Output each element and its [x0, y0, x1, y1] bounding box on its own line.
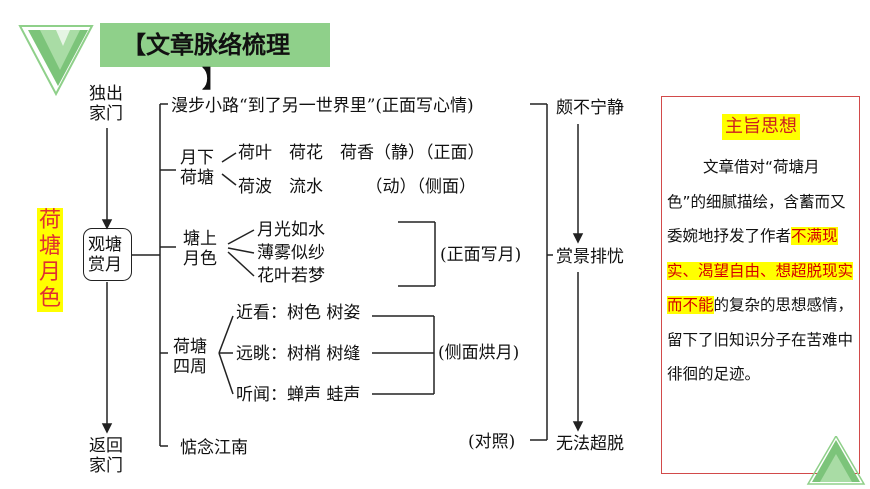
flow-center-line-2: 赏月: [88, 255, 122, 275]
group2-note: (正面写月): [440, 245, 522, 265]
side-title-char-4: 色: [38, 286, 61, 311]
group2-label-line-1: 塘上: [183, 229, 217, 249]
group2-label-line-2: 月色: [183, 249, 217, 269]
group3-label: 荷塘 四周: [173, 337, 207, 377]
theme-text-after: 的复杂的思想感情，留下了旧知识分子在苦难中徘徊的足迹。: [667, 296, 854, 383]
contrast-note: (对照): [468, 432, 516, 452]
group2-item-3: 花叶若梦: [257, 266, 325, 286]
mood-2: 赏景排忧: [556, 247, 624, 267]
group2-item-1: 月光如水: [257, 220, 325, 240]
side-title-char-2: 塘: [38, 234, 61, 259]
group3-label-line-2: 四周: [173, 357, 207, 377]
group3-item-1: 近看：树色 树姿: [236, 303, 361, 323]
group2-label: 塘上 月色: [183, 229, 217, 269]
theme-text-before: 文章借对“荷塘月色”的细腻描绘，含蓄而又委婉地抒发了作者: [667, 158, 846, 245]
row-top: 漫步小路“到了另一世界里”(正面写心情): [171, 96, 474, 116]
side-title: 荷 塘 月 色: [37, 208, 63, 312]
flow-start-line-2: 家门: [89, 104, 123, 124]
flow-end: 返回 家门: [89, 436, 123, 476]
row-bottom: 惦念江南: [180, 438, 248, 458]
flow-center: 观塘 赏月: [88, 235, 122, 275]
page-title: 【文章脉络梳理: [122, 31, 290, 59]
group1-label: 月下 荷塘: [180, 148, 214, 188]
group1-line-2: 荷波 流水 （动）（侧面）: [238, 177, 476, 197]
group3-item-2: 远眺：树梢 树缝: [236, 344, 361, 364]
title-banner: [100, 23, 330, 67]
group1-label-line-1: 月下: [180, 148, 214, 168]
group3-note: (侧面烘月): [438, 343, 520, 363]
mood-3: 无法超脱: [556, 434, 624, 454]
flow-end-line-1: 返回: [89, 436, 123, 456]
group1-label-line-2: 荷塘: [180, 168, 214, 188]
triangle-logo-icon: [18, 25, 94, 97]
side-title-char-3: 月: [38, 260, 61, 285]
mood-1: 颇不宁静: [556, 98, 624, 118]
page-title-bracket: 】: [202, 65, 226, 93]
center-node-box: [83, 228, 132, 281]
flow-start: 独出 家门: [89, 84, 123, 124]
group3-item-3: 听闻：蝉声 蛙声: [236, 385, 361, 405]
group2-item-2: 薄雾似纱: [257, 243, 325, 263]
theme-heading: 主旨思想: [722, 114, 800, 140]
flow-end-line-2: 家门: [89, 456, 123, 476]
corner-triangle-icon: [806, 436, 866, 485]
group3-label-line-1: 荷塘: [173, 337, 207, 357]
group1-line-1: 荷叶 荷花 荷香（静）（正面）: [238, 143, 485, 163]
flow-start-line-1: 独出: [89, 84, 123, 104]
theme-panel: [661, 96, 860, 474]
theme-text: 文章借对“荷塘月色”的细腻描绘，含蓄而又委婉地抒发了作者不满现实、渴望自由、想超…: [667, 150, 855, 392]
side-title-char-1: 荷: [38, 208, 61, 233]
flow-center-line-1: 观塘: [88, 235, 122, 255]
